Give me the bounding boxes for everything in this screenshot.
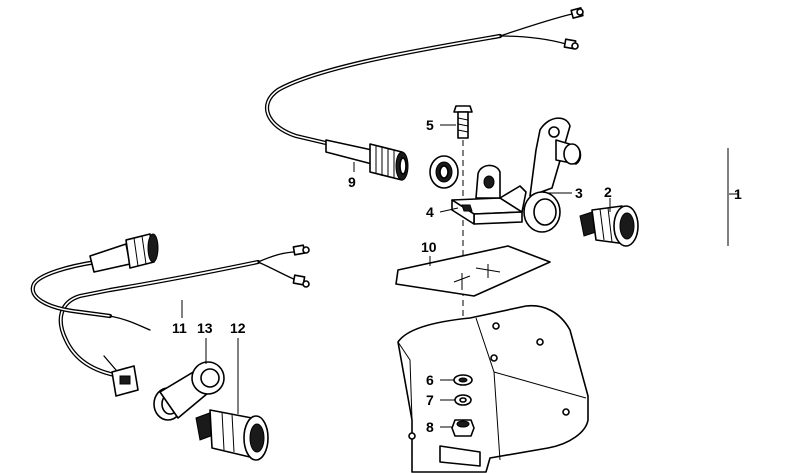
leader-lines bbox=[181, 124, 738, 428]
label-part-6: 6 bbox=[426, 372, 434, 388]
lower-cable bbox=[30, 244, 310, 379]
label-part-11: 11 bbox=[172, 320, 187, 336]
ring-nut bbox=[429, 155, 459, 189]
washer-6 bbox=[453, 374, 473, 386]
cap-holder bbox=[523, 117, 582, 233]
label-part-7: 7 bbox=[426, 392, 434, 408]
label-part-13: 13 bbox=[197, 320, 213, 336]
label-part-10: 10 bbox=[421, 239, 437, 255]
label-part-1: 1 bbox=[734, 186, 742, 202]
lower-plug bbox=[89, 233, 159, 273]
upper-cable bbox=[265, 7, 584, 147]
washer-7 bbox=[454, 394, 472, 406]
bracket bbox=[451, 164, 527, 225]
upper-cable-connector bbox=[325, 139, 409, 181]
connector-block bbox=[103, 355, 139, 397]
label-part-9: 9 bbox=[348, 174, 356, 190]
label-part-4: 4 bbox=[426, 204, 434, 220]
cap bbox=[153, 361, 225, 421]
housing bbox=[397, 304, 589, 473]
label-part-12: 12 bbox=[230, 320, 246, 336]
label-part-3: 3 bbox=[575, 185, 583, 201]
nut-8 bbox=[451, 419, 475, 437]
label-part-8: 8 bbox=[426, 419, 434, 435]
plate bbox=[395, 245, 551, 297]
bolt bbox=[453, 105, 473, 139]
label-part-2: 2 bbox=[604, 184, 612, 200]
label-part-5: 5 bbox=[426, 117, 434, 133]
socket-upper bbox=[579, 205, 639, 247]
socket-lower bbox=[195, 409, 269, 461]
